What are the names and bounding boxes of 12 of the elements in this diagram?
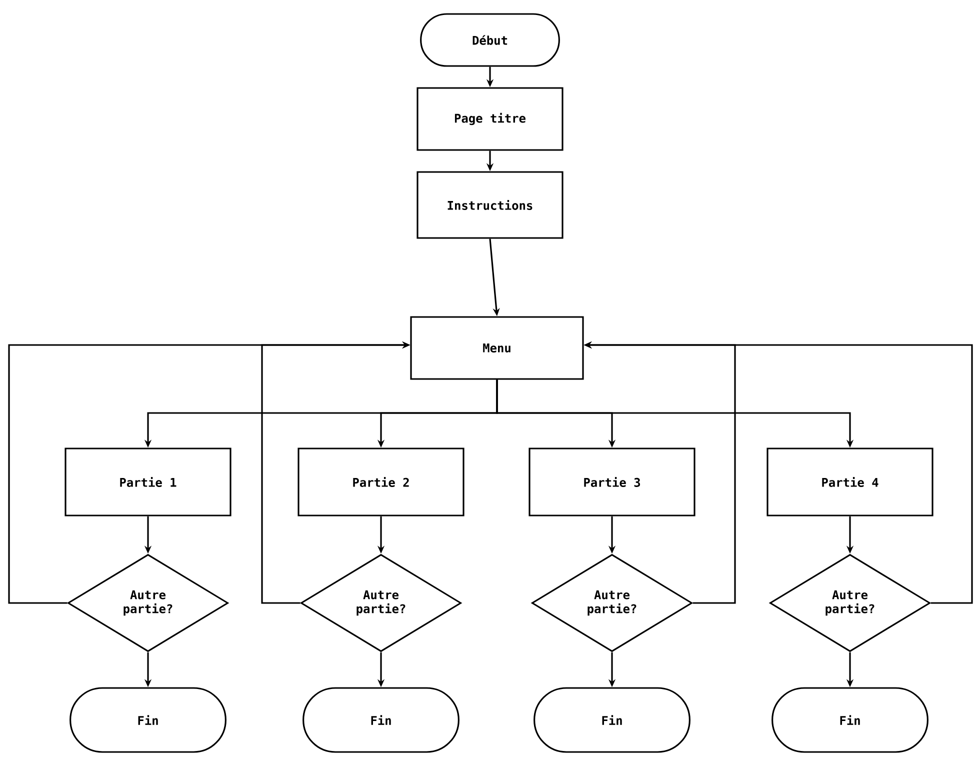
terminal-box: Début xyxy=(420,13,560,67)
terminal-box: Fin xyxy=(302,687,460,753)
process-box: Instructions xyxy=(416,171,564,239)
process-box: Partie 2 xyxy=(298,448,464,516)
process-box: Menu xyxy=(410,316,584,380)
terminal-box: Fin xyxy=(772,687,928,753)
process-box: Partie 4 xyxy=(766,448,934,516)
process-box: Partie 1 xyxy=(64,448,232,516)
terminal-box: Fin xyxy=(70,687,226,753)
process-box: Page titre xyxy=(416,87,564,151)
terminal-box: Fin xyxy=(534,687,690,753)
process-box: Partie 3 xyxy=(528,448,696,516)
